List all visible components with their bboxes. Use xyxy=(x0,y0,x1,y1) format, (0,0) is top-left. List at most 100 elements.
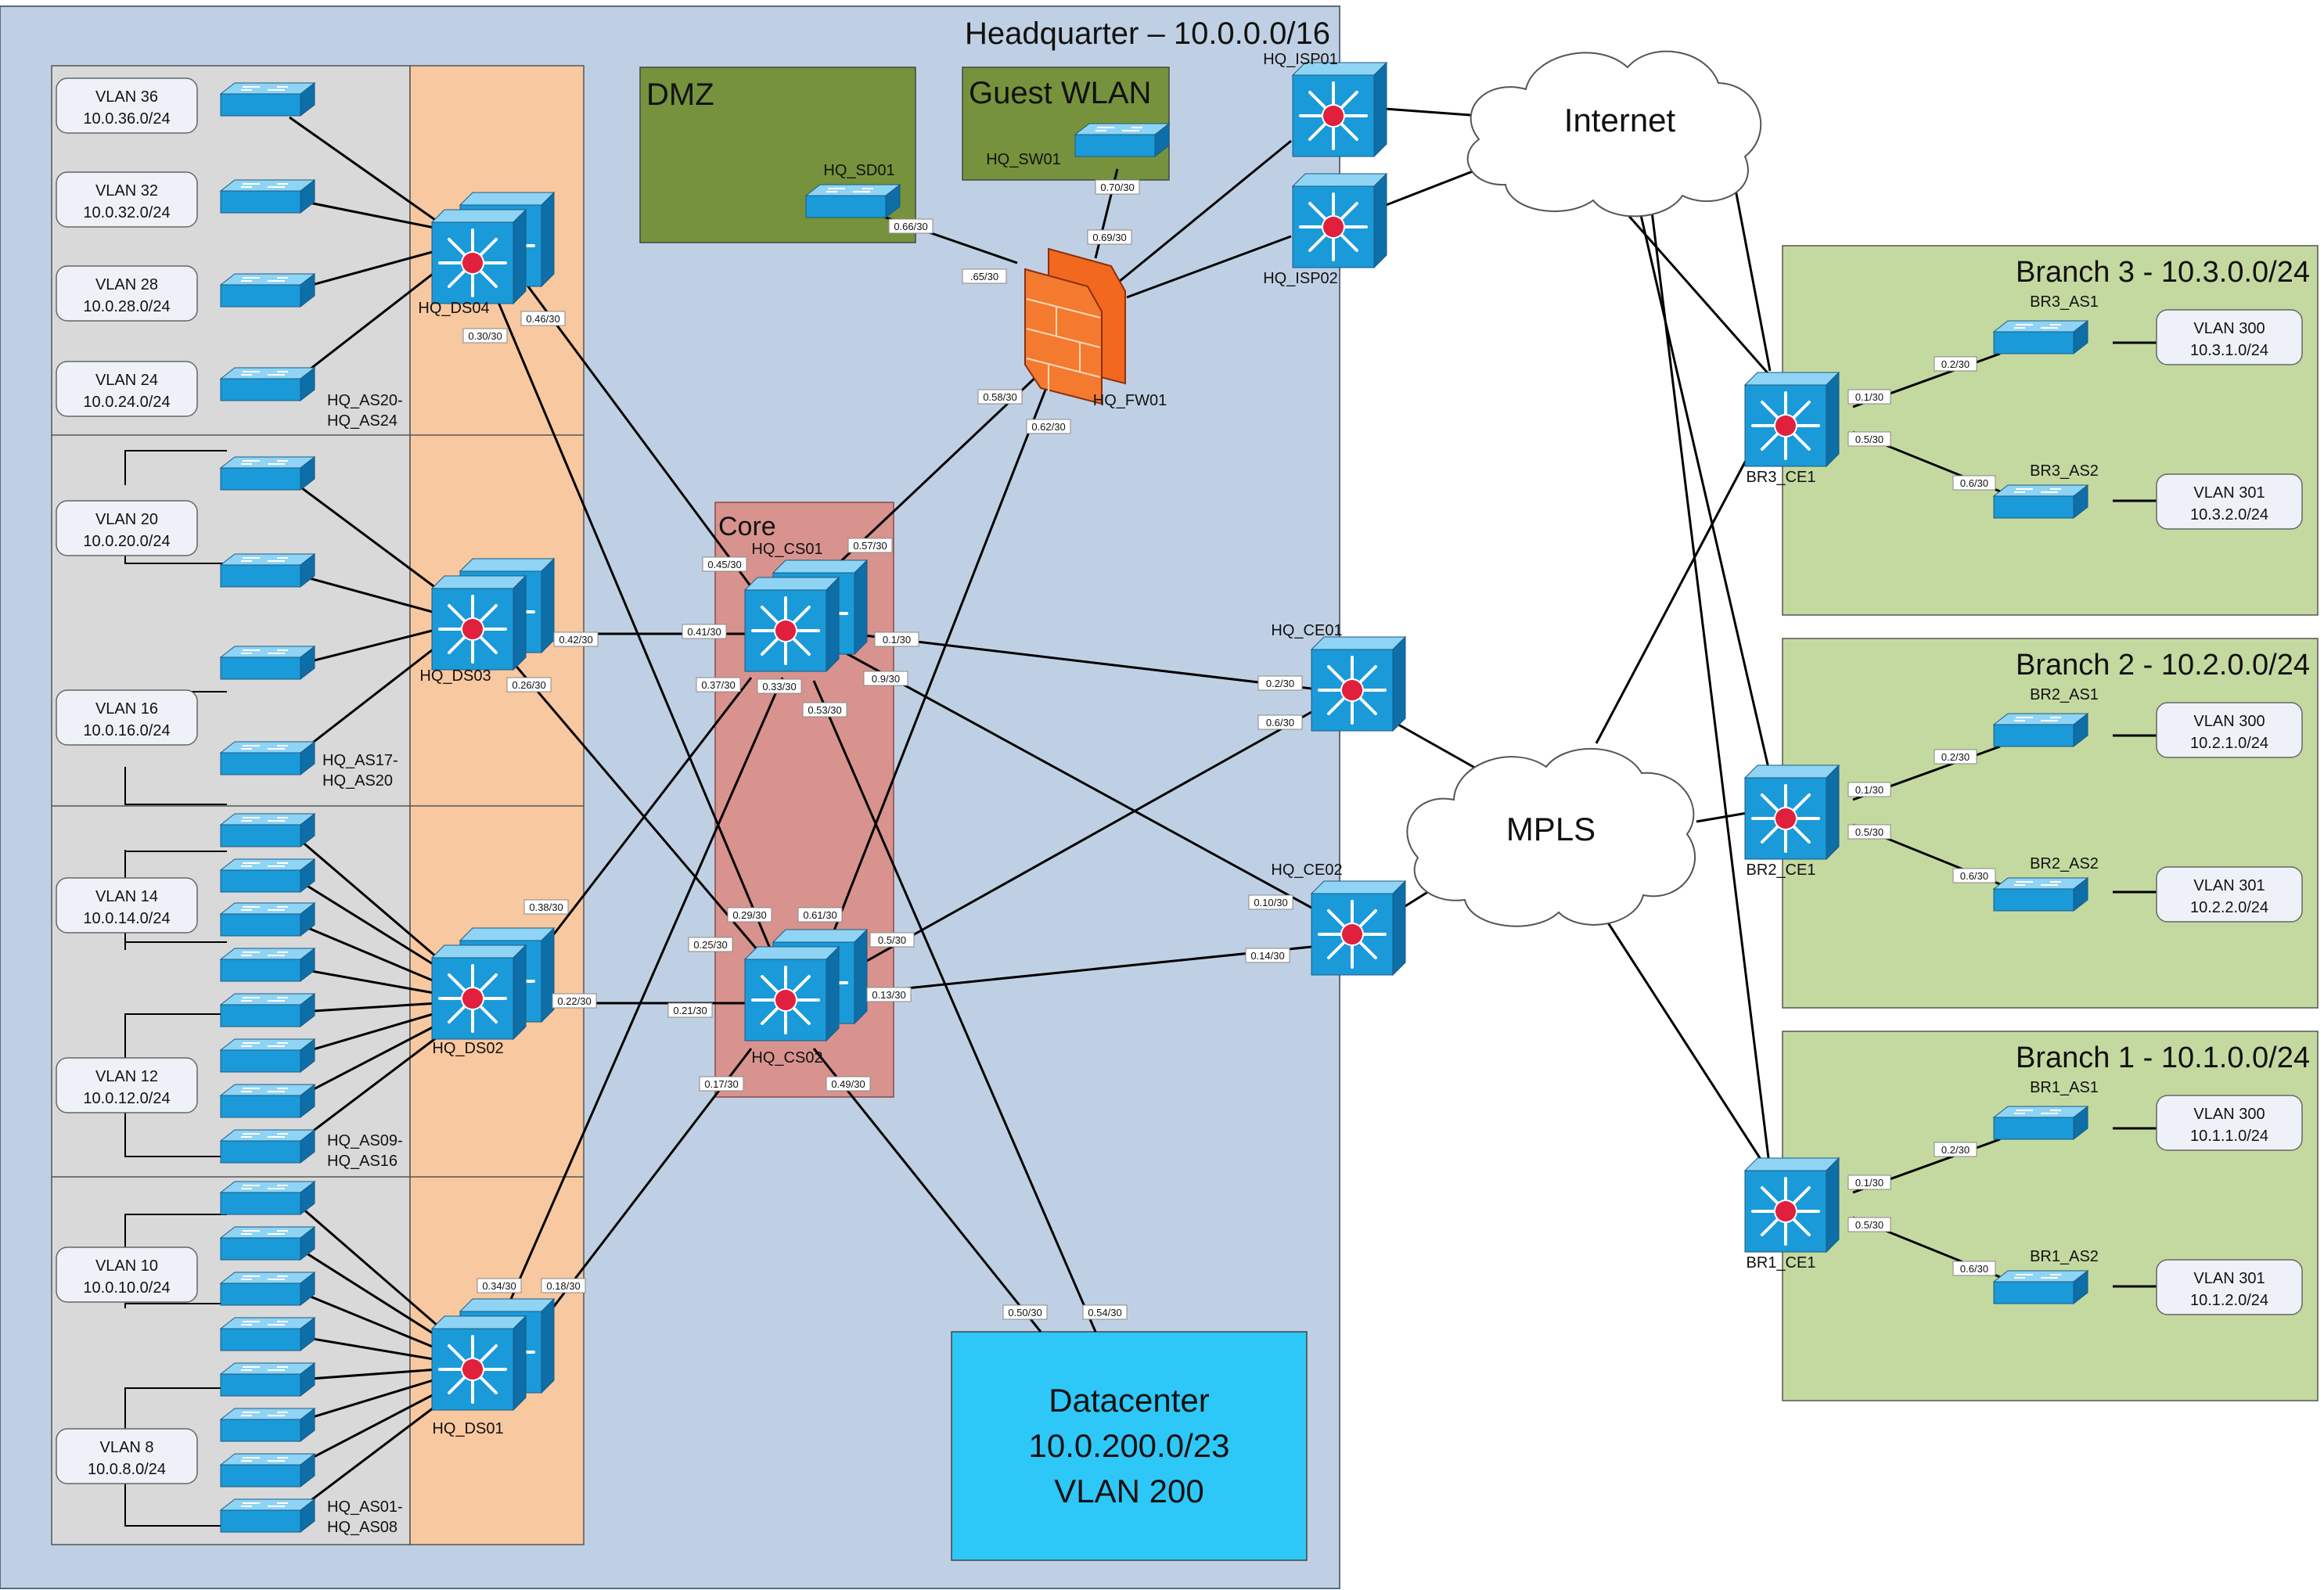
switch-icon[interactable] xyxy=(1074,123,1170,157)
svg-text:0.1/30: 0.1/30 xyxy=(883,634,911,646)
vlan-box: VLAN 301 10.2.2.0/24 xyxy=(2156,866,2303,923)
svg-text:0.2/30: 0.2/30 xyxy=(1266,678,1294,689)
svg-text:10.0.16.0/24: 10.0.16.0/24 xyxy=(83,722,170,739)
switch-icon[interactable] xyxy=(1993,484,2088,519)
router-icon[interactable] xyxy=(1310,635,1407,732)
svg-text:0.38/30: 0.38/30 xyxy=(529,901,563,913)
svg-text:0.50/30: 0.50/30 xyxy=(1008,1307,1041,1318)
svg-text:VLAN 14: VLAN 14 xyxy=(95,888,158,905)
svg-text:VLAN 32: VLAN 32 xyxy=(95,182,158,200)
branch1-title: Branch 1 - 10.1.0.0/24 xyxy=(2016,1041,2310,1074)
svg-text:0.62/30: 0.62/30 xyxy=(1031,421,1065,433)
svg-text:VLAN 36: VLAN 36 xyxy=(95,88,158,106)
router-icon[interactable] xyxy=(1743,764,1840,861)
switch-icon[interactable] xyxy=(1993,877,2088,912)
svg-text:10.3.2.0/24: 10.3.2.0/24 xyxy=(2190,506,2268,523)
svg-text:0.1/30: 0.1/30 xyxy=(1855,784,1883,796)
svg-text:VLAN 20: VLAN 20 xyxy=(95,511,158,528)
svg-text:0.5/30: 0.5/30 xyxy=(1855,433,1883,445)
router-icon[interactable] xyxy=(1743,1157,1840,1254)
svg-text:0.21/30: 0.21/30 xyxy=(673,1005,707,1016)
svg-text:0.37/30: 0.37/30 xyxy=(701,679,735,691)
switch-icon[interactable] xyxy=(1993,1270,2088,1304)
guest-wlan-title: Guest WLAN xyxy=(969,76,1151,110)
device-label-sw01: HQ_SW01 xyxy=(986,151,1061,168)
svg-text:VLAN 24: VLAN 24 xyxy=(95,372,158,389)
branch2-as1-label: BR2_AS1 xyxy=(2030,686,2099,703)
device-label-ce01: HQ_CE01 xyxy=(1271,622,1342,639)
svg-text:10.0.20.0/24: 10.0.20.0/24 xyxy=(83,533,170,550)
branch-ip-labels: 0.1/30 0.2/30 0.5/30 0.6/30 0.1/30 0.2/3… xyxy=(1847,356,1996,1276)
svg-text:.65/30: .65/30 xyxy=(970,271,998,282)
access-group-label: HQ_AS17- xyxy=(322,752,398,769)
router-icon[interactable] xyxy=(1291,61,1388,158)
svg-text:0.46/30: 0.46/30 xyxy=(526,313,559,325)
branch1-ce-label: BR1_CE1 xyxy=(1747,1254,1816,1272)
device-label-isp01: HQ_ISP01 xyxy=(1263,51,1338,68)
switch-icon[interactable] xyxy=(1993,713,2088,747)
svg-text:0.5/30: 0.5/30 xyxy=(1855,826,1883,838)
switch-icon[interactable] xyxy=(805,184,901,218)
svg-text:VLAN 16: VLAN 16 xyxy=(95,700,158,718)
firewall-icon[interactable] xyxy=(1024,247,1126,405)
svg-text:10.0.32.0/24: 10.0.32.0/24 xyxy=(83,204,170,221)
svg-text:0.2/30: 0.2/30 xyxy=(1941,1144,1970,1156)
branch2-title: Branch 2 - 10.2.0.0/24 xyxy=(2016,649,2310,682)
device-label-cs02: HQ_CS02 xyxy=(751,1049,822,1067)
svg-text:VLAN 301: VLAN 301 xyxy=(2193,484,2265,502)
vlan-box: VLAN 8 10.0.8.0/24 xyxy=(56,1428,198,1484)
svg-text:0.9/30: 0.9/30 xyxy=(872,673,900,685)
svg-text:0.2/30: 0.2/30 xyxy=(1941,751,1970,763)
switch-icon[interactable] xyxy=(1993,320,2088,354)
vlan-box: VLAN 300 10.2.1.0/24 xyxy=(2156,702,2303,758)
svg-text:VLAN 301: VLAN 301 xyxy=(2193,1270,2265,1287)
svg-text:VLAN 301: VLAN 301 xyxy=(2193,877,2265,894)
vlan-box: VLAN 32 10.0.32.0/24 xyxy=(56,171,198,228)
svg-text:0.57/30: 0.57/30 xyxy=(853,540,887,552)
svg-text:0.22/30: 0.22/30 xyxy=(557,995,591,1007)
svg-text:0.61/30: 0.61/30 xyxy=(803,909,836,921)
access-group-label: HQ_AS20 xyxy=(322,772,393,790)
access-group-label: HQ_AS24 xyxy=(327,412,398,430)
router-icon[interactable] xyxy=(1291,172,1388,269)
svg-text:0.70/30: 0.70/30 xyxy=(1100,182,1134,193)
dmz-title: DMZ xyxy=(646,77,714,112)
svg-text:0.53/30: 0.53/30 xyxy=(808,704,841,716)
svg-text:0.14/30: 0.14/30 xyxy=(1250,950,1284,962)
svg-text:10.0.8.0/24: 10.0.8.0/24 xyxy=(88,1461,166,1478)
device-label-ds02: HQ_DS02 xyxy=(432,1040,503,1057)
svg-text:10.3.1.0/24: 10.3.1.0/24 xyxy=(2190,342,2268,359)
svg-text:0.1/30: 0.1/30 xyxy=(1855,391,1883,403)
vlan-box: VLAN 16 10.0.16.0/24 xyxy=(56,689,198,746)
branch1-as1-label: BR1_AS1 xyxy=(2030,1079,2099,1096)
device-label-ds01: HQ_DS01 xyxy=(432,1420,503,1437)
svg-text:10.2.1.0/24: 10.2.1.0/24 xyxy=(2190,735,2268,752)
branch2-ce-label: BR2_CE1 xyxy=(1747,862,1816,879)
svg-text:0.33/30: 0.33/30 xyxy=(762,681,796,692)
access-group-label: HQ_AS20- xyxy=(327,392,403,409)
branch2-zone xyxy=(1782,638,2319,1009)
router-icon[interactable] xyxy=(1310,880,1407,977)
svg-text:10.1.1.0/24: 10.1.1.0/24 xyxy=(2190,1128,2268,1145)
device-label-sd01: HQ_SD01 xyxy=(823,162,894,179)
datacenter-label: Datacenter xyxy=(1049,1382,1209,1419)
mpls-label: MPLS xyxy=(1506,811,1596,847)
access-group-label: HQ_AS01- xyxy=(327,1498,403,1516)
vlan-box: VLAN 28 10.0.28.0/24 xyxy=(56,265,198,322)
vlan-box: VLAN 36 10.0.36.0/24 xyxy=(56,77,198,134)
switch-icon[interactable] xyxy=(1993,1106,2088,1140)
router-icon[interactable] xyxy=(1743,371,1840,468)
svg-text:10.0.24.0/24: 10.0.24.0/24 xyxy=(83,394,170,411)
svg-text:0.6/30: 0.6/30 xyxy=(1960,477,1988,489)
device-label-isp02: HQ_ISP02 xyxy=(1263,270,1338,287)
vlan-box: VLAN 20 10.0.20.0/24 xyxy=(56,500,198,556)
device-label-ds04: HQ_DS04 xyxy=(418,300,489,317)
svg-text:0.45/30: 0.45/30 xyxy=(707,559,741,570)
vlan-box: VLAN 301 10.1.2.0/24 xyxy=(2156,1259,2303,1315)
device-label-ce02: HQ_CE02 xyxy=(1271,862,1342,879)
svg-text:0.10/30: 0.10/30 xyxy=(1254,897,1287,908)
internet-label: Internet xyxy=(1564,102,1676,138)
branch3-as1-label: BR3_AS1 xyxy=(2030,293,2099,311)
datacenter-vlan: VLAN 200 xyxy=(1054,1473,1203,1509)
